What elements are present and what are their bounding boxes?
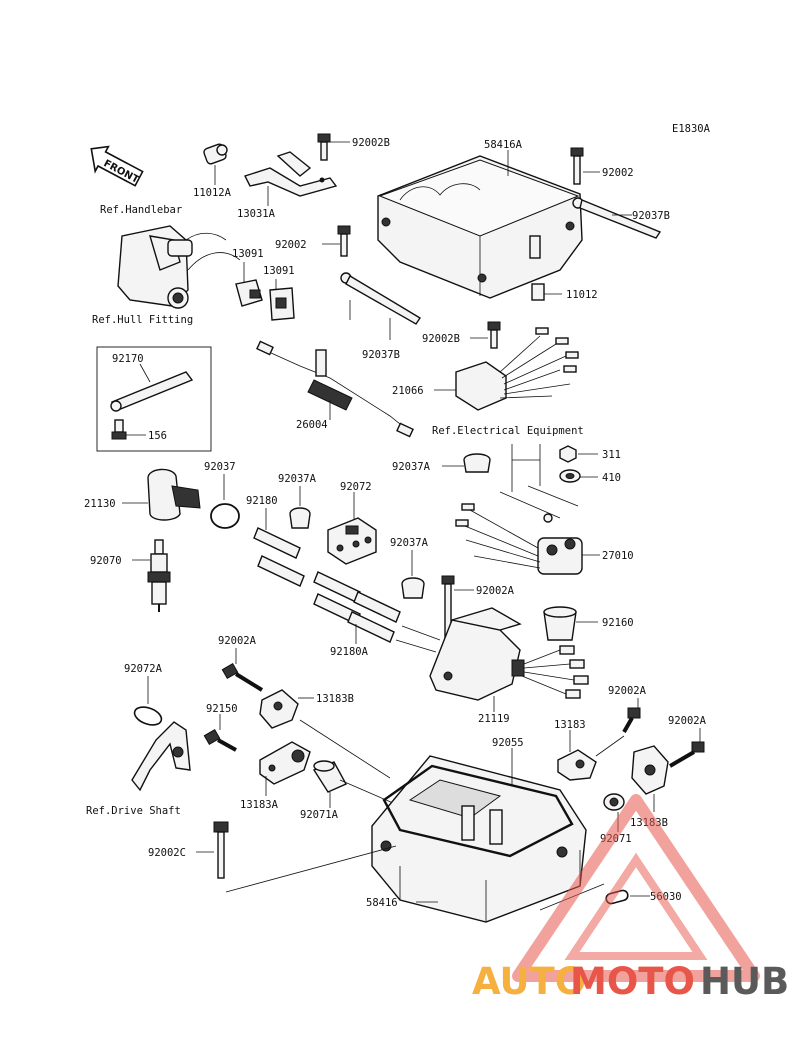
part-21130-drawing bbox=[147, 468, 201, 521]
electrical-cables-drawing bbox=[499, 485, 579, 523]
label-92180: 92180 bbox=[246, 495, 278, 507]
label-92070: 92070 bbox=[90, 555, 122, 567]
part-11012A-drawing bbox=[203, 143, 228, 165]
label-92037A-a: 92037A bbox=[278, 473, 317, 485]
label-92071A: 92071A bbox=[300, 809, 339, 821]
watermark: AUTO MOTO HUB bbox=[472, 794, 789, 1003]
label-13091-a: 13091 bbox=[232, 248, 264, 260]
part-13031A-drawing bbox=[244, 151, 338, 197]
label-156: 156 bbox=[148, 430, 167, 442]
watermark-hub: HUB bbox=[700, 960, 789, 1003]
bolt-92002B-top bbox=[317, 133, 331, 161]
label-92150: 92150 bbox=[206, 703, 238, 715]
label-92002-left: 92002 bbox=[275, 239, 307, 251]
part-92072-drawing bbox=[327, 517, 377, 565]
strap-92037B-left bbox=[340, 272, 421, 325]
part-13183B-lower-drawing bbox=[631, 745, 669, 795]
clip-92037A-b bbox=[463, 453, 491, 473]
part-13183B-upper-drawing bbox=[259, 689, 299, 729]
label-92180A: 92180A bbox=[330, 646, 369, 658]
label-21066: 21066 bbox=[392, 385, 424, 397]
label-13091-b: 13091 bbox=[263, 265, 295, 277]
label-92002A-coil: 92002A bbox=[476, 585, 515, 597]
bolt-92150 bbox=[203, 728, 237, 752]
bolt-92002-right bbox=[570, 147, 584, 185]
ref-electrical-equipment: Ref.Electrical Equipment bbox=[432, 425, 584, 437]
part-13091-drawing bbox=[235, 279, 295, 321]
label-92037B-left: 92037B bbox=[362, 349, 400, 361]
part-92160-drawing bbox=[543, 606, 577, 641]
spark-plug-92070-drawing bbox=[147, 539, 171, 612]
strap-92037B-right bbox=[572, 197, 662, 239]
part-27010-drawing bbox=[455, 503, 583, 575]
part-21066-drawing bbox=[455, 327, 579, 411]
bolt-92002A-right-a bbox=[622, 707, 641, 733]
label-21130: 21130 bbox=[84, 498, 116, 510]
ecu-box-58416A-drawing bbox=[377, 155, 583, 299]
clip-92037A-a bbox=[289, 507, 311, 529]
label-92002C: 92002C bbox=[148, 847, 186, 859]
part-92071-drawing bbox=[603, 793, 625, 811]
part-92072A-drawing bbox=[133, 706, 163, 726]
label-410: 410 bbox=[602, 472, 621, 484]
label-27010: 27010 bbox=[602, 550, 634, 562]
label-21119: 21119 bbox=[478, 713, 510, 725]
bolt-92002B-mid bbox=[487, 321, 501, 349]
label-92002-right: 92002 bbox=[602, 167, 634, 179]
ignition-coil-21119-drawing bbox=[429, 607, 589, 701]
label-92037A-b: 92037A bbox=[392, 461, 431, 473]
ref-handlebar: Ref.Handlebar bbox=[100, 204, 182, 216]
label-92170: 92170 bbox=[112, 353, 144, 365]
watermark-auto: AUTO bbox=[472, 960, 586, 1003]
drive-shaft-bracket-drawing bbox=[131, 721, 191, 792]
label-58416: 58416 bbox=[366, 897, 398, 909]
front-arrow-icon: FRONT bbox=[90, 145, 144, 187]
label-92002A-right-b: 92002A bbox=[668, 715, 707, 727]
nut-311 bbox=[559, 445, 577, 463]
label-92002B-top: 92002B bbox=[352, 137, 390, 149]
bolt-92002-left bbox=[337, 225, 351, 257]
label-58416A: 58416A bbox=[484, 139, 523, 151]
label-92072: 92072 bbox=[340, 481, 372, 493]
label-311: 311 bbox=[602, 449, 621, 461]
ref-drive-shaft: Ref.Drive Shaft bbox=[86, 805, 181, 817]
ref-hull-fitting: Ref.Hull Fitting bbox=[92, 314, 193, 326]
label-92072A: 92072A bbox=[124, 663, 163, 675]
part-13183A-drawing bbox=[259, 741, 311, 785]
label-92037B-right: 92037B bbox=[632, 210, 670, 222]
part-11012-drawing bbox=[531, 283, 545, 301]
bolt-92002A-left bbox=[221, 662, 264, 692]
label-11012A: 11012A bbox=[193, 187, 232, 199]
watermark-triangle-icon bbox=[512, 794, 760, 982]
label-13031A: 13031A bbox=[237, 208, 276, 220]
label-13183B-upper: 13183B bbox=[316, 693, 354, 705]
part-13183-drawing bbox=[557, 749, 597, 781]
label-92160: 92160 bbox=[602, 617, 634, 629]
lower-box-58416-drawing bbox=[371, 755, 587, 923]
label-92037A-c: 92037A bbox=[390, 537, 429, 549]
part-26004-drawing bbox=[256, 340, 414, 438]
switch-box-drawing bbox=[117, 225, 241, 309]
diagram-code: E1830A bbox=[672, 123, 711, 135]
hull-fitting-box bbox=[96, 346, 212, 452]
bolt-156 bbox=[111, 419, 127, 440]
label-92002A-right-a: 92002A bbox=[608, 685, 647, 697]
bolt-92002A-right-b bbox=[668, 741, 705, 768]
part-92170-drawing bbox=[110, 371, 194, 412]
label-26004: 26004 bbox=[296, 419, 328, 431]
label-13183: 13183 bbox=[554, 719, 586, 731]
label-92055: 92055 bbox=[492, 737, 524, 749]
part-92037-ring bbox=[210, 503, 240, 529]
label-92002A-left: 92002A bbox=[218, 635, 257, 647]
clip-92037A-c bbox=[401, 577, 425, 599]
label-13183A: 13183A bbox=[240, 799, 279, 811]
label-92002B-mid: 92002B bbox=[422, 333, 460, 345]
watermark-moto: MOTO bbox=[570, 960, 695, 1003]
bolt-92002C bbox=[213, 821, 229, 879]
label-92037: 92037 bbox=[204, 461, 236, 473]
label-11012: 11012 bbox=[566, 289, 598, 301]
tubes-92180-drawing bbox=[253, 527, 441, 653]
part-92071A-drawing bbox=[312, 760, 347, 793]
